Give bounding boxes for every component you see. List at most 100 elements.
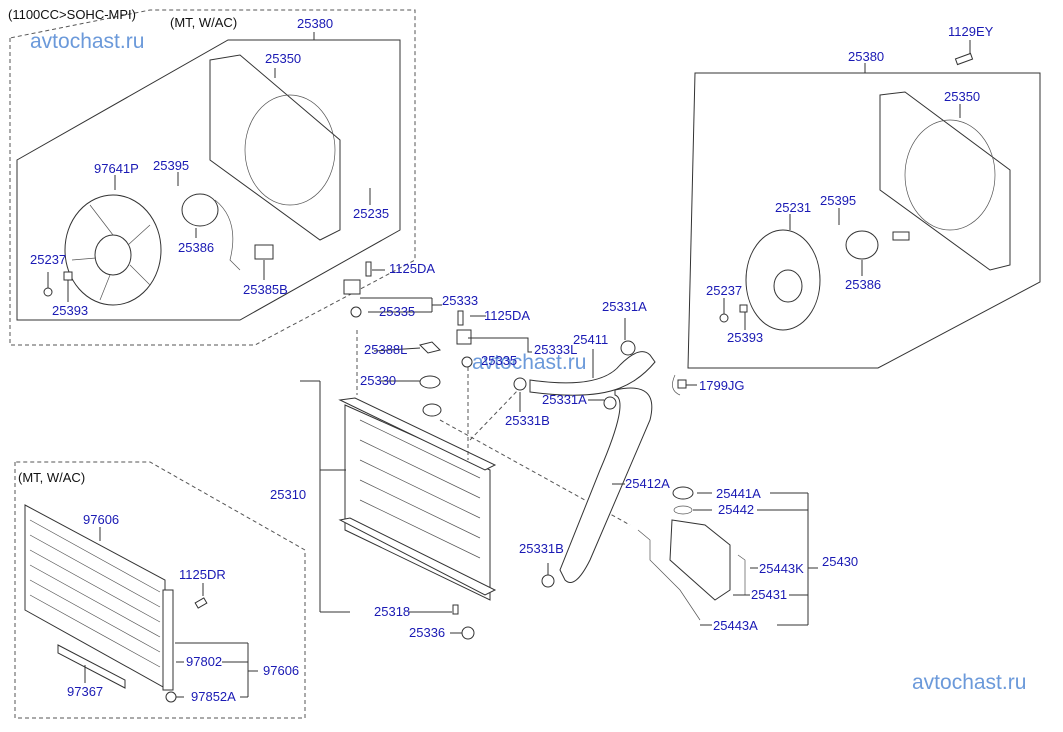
gasket-shape (673, 505, 693, 515)
clamp-shape (620, 340, 636, 356)
seal-shape (419, 341, 441, 354)
part-label[interactable]: 25412A (625, 476, 670, 491)
part-label[interactable]: 25430 (822, 554, 859, 569)
part-label[interactable]: 97802 (186, 654, 223, 669)
radiator-bottom-tank (338, 517, 497, 596)
watermark: avtochast.ru (912, 671, 1027, 694)
plug-shape (452, 604, 459, 615)
part-label[interactable]: 25333L (534, 342, 578, 357)
leaders-reservoir (693, 492, 818, 626)
part-label[interactable]: 25336 (409, 625, 446, 640)
bracket-shape (343, 279, 361, 295)
part-label[interactable]: 97367 (67, 684, 104, 699)
shroud-ring (904, 119, 996, 231)
radiator-top-tank (338, 397, 497, 471)
part-label[interactable]: 25335 (379, 304, 416, 319)
part-label[interactable]: 25350 (265, 51, 302, 66)
part-label[interactable]: 25231 (775, 200, 812, 215)
part-label[interactable]: 25310 (270, 487, 307, 502)
motor-wire (214, 199, 241, 271)
part-label[interactable]: 1125DA (484, 308, 531, 323)
clip-strap (672, 374, 681, 396)
assy-box-fan-right (687, 72, 1041, 369)
fan-blades (71, 204, 151, 301)
drier-shape (162, 589, 174, 691)
part-label[interactable]: 25331A (542, 392, 587, 407)
part-label[interactable]: 97641P (94, 161, 139, 176)
part-label[interactable]: 25350 (944, 89, 981, 104)
part-label[interactable]: 25330 (360, 373, 397, 388)
clip-shape (677, 379, 687, 389)
washer-shape (63, 271, 73, 281)
part-label[interactable]: 97852A (191, 689, 236, 704)
watermark: avtochast.ru (472, 351, 587, 374)
part-label[interactable]: 25237 (30, 252, 67, 267)
bolt-shape (954, 52, 974, 66)
part-label[interactable]: 25385B (243, 282, 288, 297)
cap-shape (419, 375, 441, 389)
washer-shape (739, 304, 748, 313)
leaders-radiator (300, 269, 549, 634)
bolt-shape (365, 261, 372, 277)
condenser-shape (24, 504, 166, 689)
bolt-shape (194, 597, 208, 609)
part-label[interactable]: 25380 (848, 49, 885, 64)
part-label[interactable]: 25443K (759, 561, 804, 576)
part-label[interactable]: 25393 (727, 330, 764, 345)
part-label[interactable]: 25333 (442, 293, 479, 308)
reservoir-hose (637, 529, 701, 621)
part-label[interactable]: 25380 (297, 16, 334, 31)
part-label[interactable]: 97606 (83, 512, 120, 527)
part-label[interactable]: 25393 (52, 303, 89, 318)
part-label[interactable]: 25331A (602, 299, 647, 314)
part-label[interactable]: 25442 (718, 502, 755, 517)
condenser-fins (29, 519, 161, 668)
motor-right-shape (845, 230, 879, 260)
part-label[interactable]: 25386 (178, 240, 215, 255)
upper-hose-shape (529, 351, 656, 396)
insulator-shape (461, 356, 473, 368)
reservoir-cap-shape (672, 486, 694, 500)
seal-strip-shape (57, 644, 126, 689)
fan-hub (94, 234, 132, 276)
part-label[interactable]: 25335 (481, 353, 518, 368)
part-label[interactable]: 25331B (505, 413, 550, 428)
lower-hose-shape (559, 387, 653, 583)
part-label[interactable]: 25441A (716, 486, 761, 501)
part-label[interactable]: 25443A (713, 618, 758, 633)
leaders-condenser (84, 527, 258, 698)
part-label[interactable]: 1129EY (948, 24, 994, 39)
part-label[interactable]: 25386 (845, 277, 882, 292)
leaders-fan-left (47, 68, 371, 302)
watermark: avtochast.ru (30, 30, 145, 53)
part-label[interactable]: 25237 (706, 283, 743, 298)
part-label[interactable]: 25235 (353, 206, 390, 221)
part-label[interactable]: 25331B (519, 541, 564, 556)
part-label[interactable]: 97606 (263, 663, 300, 678)
part-label[interactable]: 25318 (374, 604, 411, 619)
bolt-shape (457, 310, 464, 326)
motor-left-shape (181, 193, 219, 227)
fan-hub (773, 269, 803, 303)
nut-shape (719, 313, 729, 323)
part-label[interactable]: 25411 (573, 332, 609, 347)
leaders-fan-right (723, 104, 961, 330)
part-label[interactable]: 1799JG (699, 378, 745, 393)
leaders-hoses (588, 318, 697, 485)
insulator-shape (350, 306, 362, 318)
part-label[interactable]: 25395 (820, 193, 857, 208)
part-label[interactable]: 25431 (751, 587, 788, 602)
part-label[interactable]: 25388L (364, 342, 408, 357)
insulator-shape (461, 626, 475, 640)
variant-note-top: (MT, W/AC) (170, 15, 238, 30)
assy-box-fan-left (16, 39, 401, 321)
reservoir-tank-shape (669, 519, 731, 601)
part-label[interactable]: 25395 (153, 158, 190, 173)
radiator-fins (359, 419, 481, 559)
nut-shape (43, 287, 53, 297)
shroud-ring (244, 94, 336, 206)
part-label[interactable]: 1125DR (179, 567, 226, 582)
dash-leader (469, 387, 521, 441)
part-label[interactable]: 1125DA (389, 261, 436, 276)
